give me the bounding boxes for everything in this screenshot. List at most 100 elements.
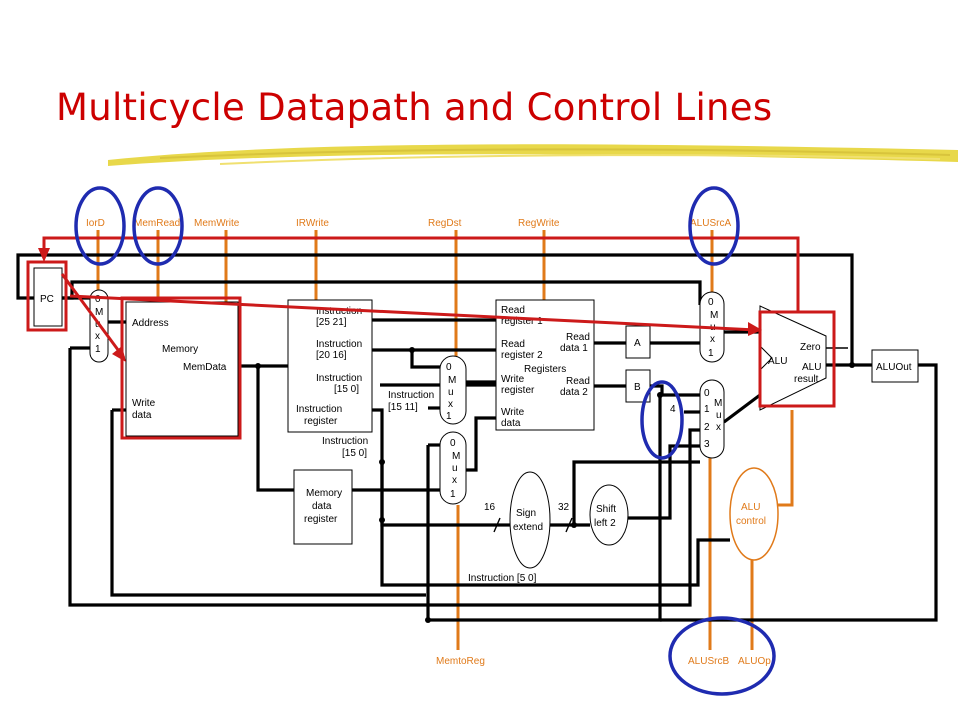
diagram-label: 0 — [446, 362, 452, 373]
title-underline-brush — [108, 144, 958, 166]
diagram-label: 0 — [450, 438, 456, 449]
diagram-label: [20 16] — [316, 350, 347, 361]
diagram-label: Instruction — [296, 404, 342, 415]
diagram-label: Write — [132, 398, 156, 409]
diagram-label: Memory — [306, 488, 342, 499]
memory-label: Memory — [162, 344, 198, 355]
diagram-label: register — [304, 514, 338, 525]
alusrcb-mux: 0 1 2 3 M u x — [699, 379, 725, 459]
diagram-label: x — [95, 331, 100, 342]
diagram-label: result — [794, 374, 819, 385]
diagram-label: data — [501, 418, 521, 429]
diagram-label: 1 — [450, 489, 456, 500]
diagram-label: 1 — [95, 344, 101, 355]
diagram-label: register 2 — [501, 350, 543, 361]
diagram-label: 1 — [708, 348, 714, 359]
diagram-label: M — [95, 307, 103, 318]
diagram-label: B — [634, 382, 641, 393]
diagram-label: data 1 — [560, 343, 588, 354]
diagram-label: Shift — [596, 504, 616, 515]
control-signal-labels: IorD MemRead MemWrite IRWrite RegDst Reg… — [86, 218, 771, 667]
constant-four: 4 — [670, 404, 676, 415]
pc-register: PC — [33, 267, 63, 327]
memdata-label: MemData — [183, 362, 227, 373]
diagram-label: extend — [513, 522, 543, 533]
diagram-label: register — [501, 385, 535, 396]
diagram-label: register — [304, 416, 338, 427]
diagram-label: ALUOut — [876, 362, 912, 373]
diagram-label: x — [452, 475, 457, 486]
diagram-label: ALU — [802, 362, 821, 373]
alu-unit: ALU Zero ALU result — [759, 305, 827, 411]
diagram-label: u — [452, 463, 458, 474]
red-highlights — [26, 236, 836, 440]
blue-highlight-ellipses — [74, 186, 776, 696]
diagram-label: register 1 — [501, 316, 543, 327]
signal-regdst: RegDst — [428, 218, 462, 229]
diagram-label: Sign — [516, 508, 536, 519]
diagram-label: data — [132, 410, 152, 421]
diagram-label: x — [716, 422, 721, 433]
diagram-label: Write — [501, 407, 525, 418]
diagram-label: data 2 — [560, 387, 588, 398]
diagram-label: M — [714, 398, 722, 409]
diagram-label: 2 — [704, 422, 710, 433]
diagram-label: Read — [501, 305, 525, 316]
shift-left-2-unit: Shift left 2 — [589, 484, 629, 546]
diagram-label: x — [710, 334, 715, 345]
instr-15-0-field: [15 0] — [342, 448, 367, 459]
diagram-label: u — [448, 387, 454, 398]
diagram-label: left 2 — [594, 518, 616, 529]
signal-alusrca: ALUSrcA — [690, 218, 731, 229]
signal-iord: IorD — [86, 218, 105, 229]
diagram-label: M — [448, 375, 456, 386]
diagram-label: [15 0] — [334, 384, 359, 395]
diagram-label: 0 — [704, 388, 710, 399]
control-lines — [96, 230, 794, 650]
signal-memtoreg: MemtoReg — [436, 656, 485, 667]
aluout-register: ALUOut — [871, 349, 919, 383]
signal-aluop: ALUOp — [738, 656, 771, 667]
instr-15-0-label: Instruction — [322, 436, 368, 447]
datapath-wires — [16, 253, 938, 622]
diagram-label: Read — [501, 339, 525, 350]
alu-control-unit: ALU control — [729, 467, 779, 561]
junction-dots — [255, 347, 855, 623]
diagram-label: A — [634, 338, 641, 349]
instr-15-11-label: Instruction — [388, 390, 434, 401]
diagram-label: 32 — [558, 502, 570, 513]
alu-label: ALU — [768, 356, 787, 367]
sign-extend-unit: Sign extend 16 32 — [484, 471, 573, 569]
diagram-label: control — [736, 516, 766, 527]
memtoreg-mux: 0 M u x 1 — [439, 431, 467, 505]
diagram-label: 0 — [95, 294, 101, 305]
diagram-label: Instruction — [316, 373, 362, 384]
diagram-label: M — [710, 310, 718, 321]
diagram-label: 3 — [704, 439, 710, 450]
signal-memread: MemRead — [134, 218, 180, 229]
diagram-label: Read — [566, 332, 590, 343]
diagram-label: 1 — [446, 411, 452, 422]
memory-data-register: Memory data register — [293, 469, 353, 545]
diagram-label: [25 21] — [316, 317, 347, 328]
memory-address-label: Address — [132, 318, 169, 329]
registers-label: Registers — [524, 364, 566, 375]
diagram-label: u — [716, 410, 722, 421]
diagram-label: Instruction — [316, 339, 362, 350]
memory-unit: Address Memory MemData Write data — [125, 301, 239, 437]
funct-field-label: Instruction [5 0] — [468, 573, 537, 584]
red-arrowheads — [38, 248, 762, 362]
diagram-label: 1 — [704, 404, 710, 415]
instruction-register: Instruction [25 21] Instruction [20 16] … — [287, 299, 373, 433]
signal-regwrite: RegWrite — [518, 218, 560, 229]
alu-zero-label: Zero — [800, 342, 821, 353]
diagram-label: data — [312, 501, 332, 512]
instr-15-11-field: [15 11] — [388, 402, 418, 413]
diagram-label: M — [452, 451, 460, 462]
diagram-label: Read — [566, 376, 590, 387]
signal-alusrcb: ALUSrcB — [688, 656, 729, 667]
regdst-mux: 0 M u x 1 — [439, 355, 467, 425]
signal-memwrite: MemWrite — [194, 218, 240, 229]
diagram-label: 16 — [484, 502, 496, 513]
